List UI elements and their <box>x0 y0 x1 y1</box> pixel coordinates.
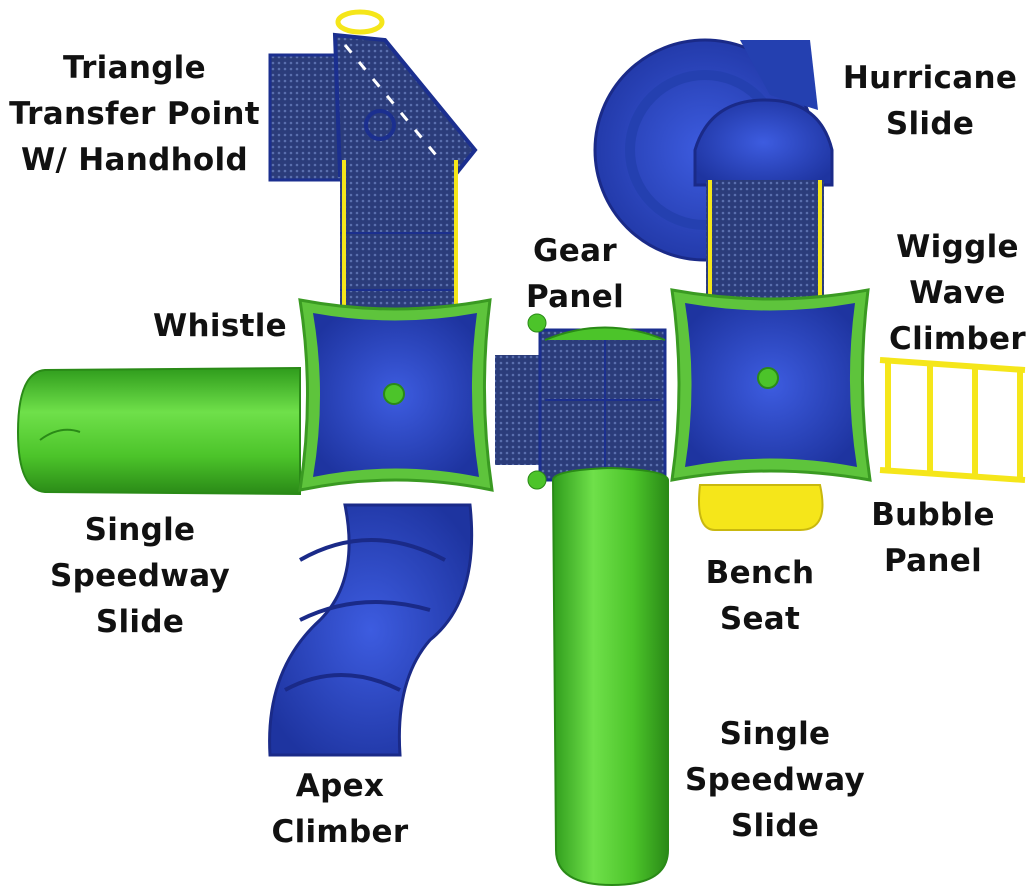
triangle-transfer-point <box>268 9 478 182</box>
label-triangle-transfer-point: Triangle Transfer Point W/ Handhold <box>9 50 260 178</box>
left-roof <box>298 298 494 492</box>
label-hurricane-slide: Hurricane Slide <box>842 60 1018 142</box>
label-apex-climber: Apex Climber <box>271 768 409 850</box>
single-speedway-slide-left <box>16 366 301 496</box>
bubble-panel <box>698 484 824 531</box>
right-roof <box>670 288 872 482</box>
label-single-speedway-slide-right: Single Speedway Slide <box>685 716 865 844</box>
single-speedway-slide-right <box>551 466 669 887</box>
label-wiggle-wave-climber: Wiggle Wave Climber <box>889 229 1026 357</box>
label-gear-panel: Gear Panel <box>525 233 625 315</box>
left-deck <box>340 160 458 320</box>
label-bubble-panel: Bubble Panel <box>871 497 995 579</box>
apex-climber <box>268 503 474 757</box>
label-bench-seat: Bench Seat <box>705 555 815 637</box>
wiggle-wave-climber <box>879 357 1026 483</box>
right-tower-dome <box>693 98 834 310</box>
label-single-speedway-slide-left: Single Speedway Slide <box>50 512 230 640</box>
center-bridge <box>495 313 667 490</box>
label-whistle: Whistle <box>153 308 287 344</box>
